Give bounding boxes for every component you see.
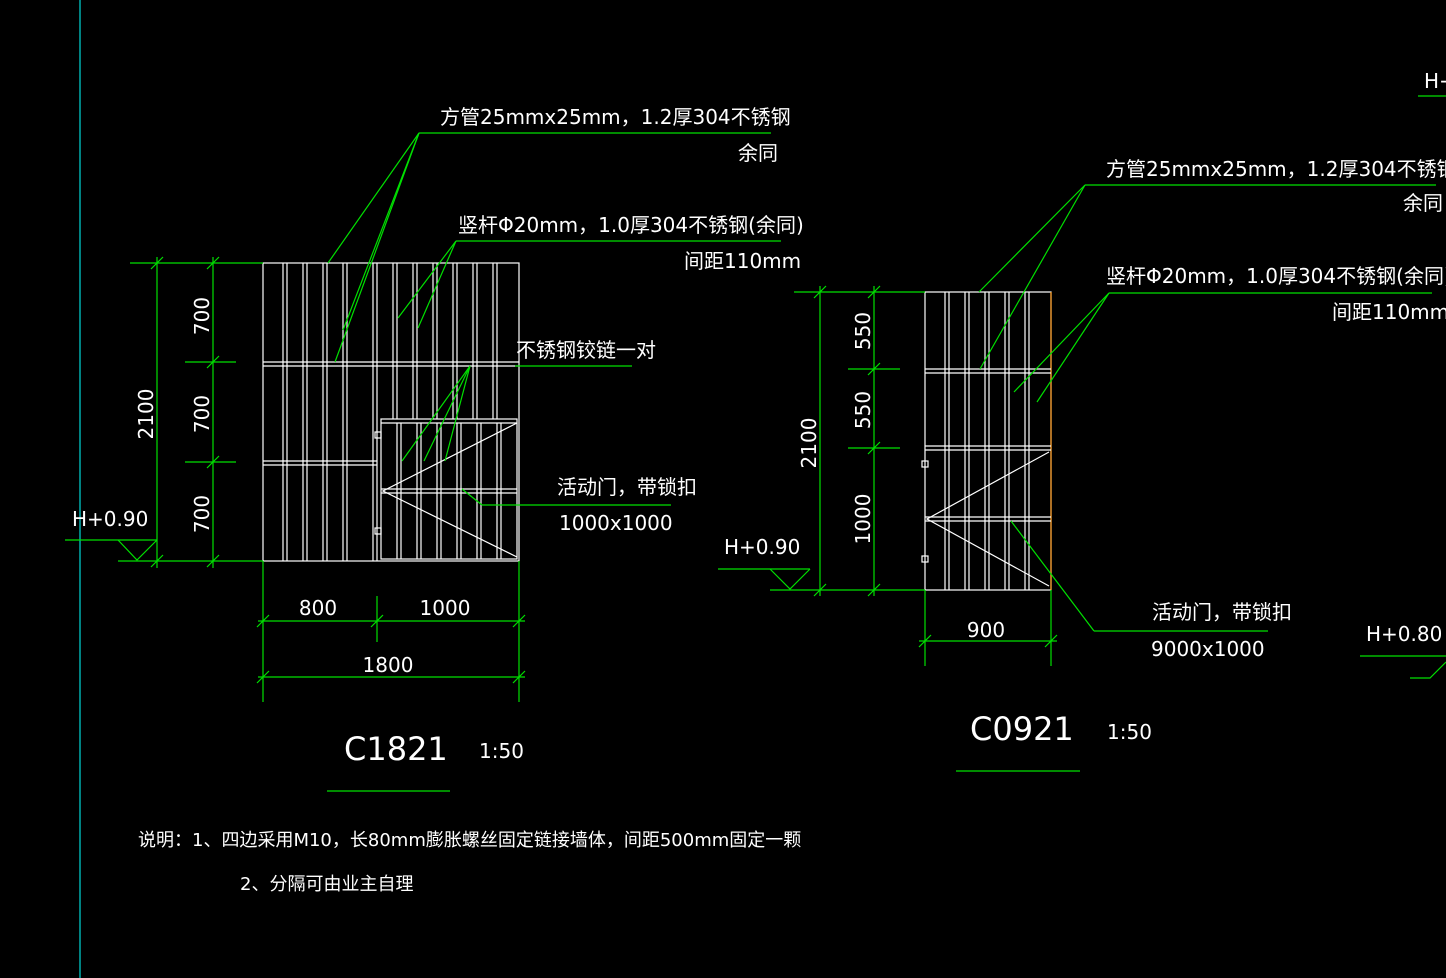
dim-height-total-c0921: 2100 [797, 418, 821, 469]
window-c0921-frame [921, 291, 1052, 591]
level-mark-partial-top-right: H+ [1424, 69, 1446, 93]
annotation-square-tube-c0921: 方管25mmx25mm，1.2厚304不锈钢 [1106, 157, 1446, 181]
drawing-scale-c0921: 1:50 [1107, 720, 1152, 744]
dimension-lines-vertical-c0921 [770, 285, 925, 597]
level-mark-symbol-c1821 [65, 539, 158, 561]
dim-height-total-c1821: 2100 [134, 389, 158, 440]
dim-height-part-1-c0921: 550 [851, 312, 875, 350]
dimension-lines-horizontal-c0921 [918, 590, 1058, 666]
notes-line-1: 说明：1、四边采用M10，长80mm膨胀螺丝固定链接墙体，间距500mm固定一颗 [138, 830, 801, 851]
dim-width-part-1-c1821: 800 [299, 596, 337, 620]
level-mark-symbol-partial-right [1360, 95, 1446, 679]
annotation-hinge-c1821: 不锈钢铰链一对 [516, 338, 656, 362]
dim-width-total-c0921: 900 [967, 618, 1005, 642]
annotation-bar-spacing-c1821: 间距110mm [684, 249, 801, 273]
drawing-title-c1821: C1821 [344, 730, 448, 768]
vertical-bars-c1821 [282, 263, 502, 561]
leader-lines-c0921 [978, 184, 1436, 632]
level-mark-label-c1821: H+0.90 [72, 507, 148, 531]
dim-height-part-3-c1821: 700 [190, 495, 214, 533]
annotation-vertical-bar-c1821: 竖杆Φ20mm，1.0厚304不锈钢(余同) [458, 213, 804, 237]
level-mark-label-right: H+0.80 [1366, 622, 1442, 646]
annotation-door-size-c0921: 9000x1000 [1151, 637, 1265, 661]
dim-height-part-2-c1821: 700 [190, 395, 214, 433]
dim-height-part-1-c1821: 700 [190, 297, 214, 335]
annotation-door-c0921: 活动门，带锁扣 [1152, 600, 1292, 624]
annotation-bar-spacing-c0921: 间距110mm [1332, 300, 1446, 324]
dim-width-part-2-c1821: 1000 [420, 596, 471, 620]
annotation-square-tube-c1821: 方管25mmx25mm，1.2厚304不锈钢 [440, 105, 791, 129]
level-mark-label-c0921: H+0.90 [724, 535, 800, 559]
dimension-lines-horizontal-c1821 [256, 561, 526, 702]
annotation-square-tube-note-c0921: 余同 [1403, 191, 1443, 215]
dimension-lines-vertical-c1821 [118, 256, 263, 568]
notes-line-2: 2、分隔可由业主自理 [240, 874, 413, 895]
annotation-square-tube-note-c1821: 余同 [738, 141, 778, 165]
dim-height-part-3-c0921: 1000 [851, 494, 875, 545]
dim-width-total-c1821: 1800 [363, 653, 414, 677]
drawing-title-c0921: C0921 [970, 710, 1074, 748]
annotation-door-size-c1821: 1000x1000 [559, 511, 673, 535]
level-mark-symbol-c0921 [718, 568, 811, 590]
annotation-door-c1821: 活动门，带锁扣 [557, 475, 697, 499]
annotation-vertical-bar-c0921: 竖杆Φ20mm，1.0厚304不锈钢(余同) [1106, 264, 1446, 288]
window-c1821-frame [262, 262, 520, 562]
leader-lines-c1821 [327, 132, 781, 506]
drawing-scale-c1821: 1:50 [479, 739, 524, 763]
dim-height-part-2-c0921: 550 [851, 391, 875, 429]
vertical-bars-c0921 [944, 292, 1030, 590]
